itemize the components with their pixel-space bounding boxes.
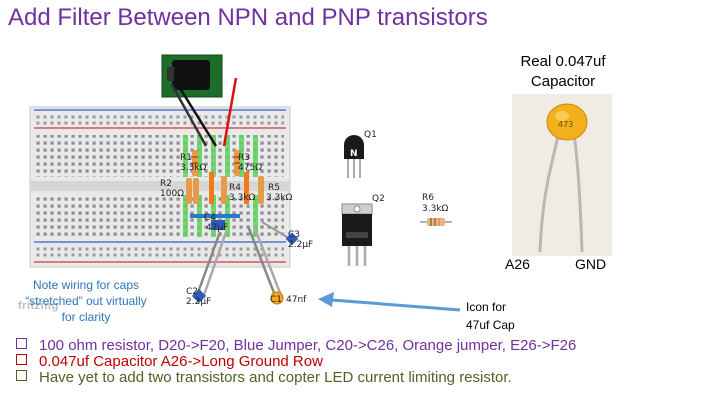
- bullet-item: 0.047uf Capacitor A26->Long Ground Row: [16, 353, 323, 370]
- bullet-text: 0.047uf Capacitor A26->Long Ground Row: [39, 353, 323, 370]
- label-r2: R2: [160, 179, 172, 189]
- label-r4-value: 3.3kΩ: [229, 193, 256, 203]
- label-r3-value: 475Ω: [238, 163, 262, 173]
- resistor-r1: [192, 150, 198, 176]
- label-c3: C3: [288, 230, 300, 240]
- label-c4: C4: [204, 213, 216, 223]
- wiring-note-line-2: “stretched” out virtually: [25, 294, 147, 308]
- label-r5-value: 3.3kΩ: [266, 193, 293, 203]
- transistor-q1: [344, 135, 364, 178]
- label-q2: Q2: [372, 194, 385, 204]
- label-c1-value: 47nf: [286, 295, 307, 305]
- icon-note: Icon for 47uf Cap: [466, 298, 515, 334]
- bullet-item: 100 ohm resistor, D20->F20, Blue Jumper,…: [16, 337, 576, 354]
- wiring-note-line-1: Note wiring for caps: [32, 278, 140, 292]
- wiring-note: Note wiring for caps “stretched” out vir…: [16, 277, 156, 325]
- capacitor-c4: [211, 220, 225, 230]
- icon-note-line-1: Icon for: [466, 300, 507, 314]
- bullet-text: 100 ohm resistor, D20->F20, Blue Jumper,…: [39, 337, 577, 354]
- capacitor-c1: [270, 291, 284, 305]
- icon-note-line-2: 47uf Cap: [466, 318, 515, 332]
- bullet-text: Have yet to add two transistors and copt…: [39, 369, 512, 386]
- label-r1-value: 3.3kΩ: [180, 163, 207, 173]
- label-c2: C2: [186, 287, 198, 297]
- resistor-r4: [221, 176, 227, 204]
- real-capacitor-title-line-1: Real 0.047uf: [520, 53, 606, 70]
- arrow-to-c1: [318, 292, 461, 312]
- resistor-r6: [420, 218, 452, 226]
- label-q1: Q1: [364, 130, 377, 140]
- label-c1: C1: [270, 295, 282, 305]
- capacitor-marking: 473: [558, 120, 573, 129]
- resistor-r2: [186, 178, 199, 204]
- label-r5: R5: [268, 183, 280, 193]
- pin-label-gnd: GND: [575, 256, 607, 272]
- label-r3: R3: [238, 153, 250, 163]
- transistor-q2: [341, 203, 373, 266]
- capacitor-c3: [285, 232, 299, 246]
- real-capacitor-title-line-2: Capacitor: [530, 73, 596, 90]
- fritzing-logo: fritzing: [18, 300, 59, 312]
- resistor-r5: [258, 176, 264, 204]
- capacitor-c2: [191, 288, 207, 304]
- label-r2-value: 100Ω: [160, 189, 184, 199]
- label-r6-value: 3.3kΩ: [422, 204, 449, 214]
- q1-marking: N: [350, 149, 358, 159]
- real-capacitor-title: Real 0.047uf Capacitor: [498, 52, 628, 92]
- bullet-item: Have yet to add two transistors and copt…: [16, 369, 512, 386]
- pin-label-a26: A26: [505, 256, 530, 272]
- label-c2-value: 2.2µF: [186, 297, 211, 307]
- label-r4: R4: [229, 183, 241, 193]
- checkbox-bullet-icon: [16, 338, 27, 349]
- label-r1: R1: [180, 153, 192, 163]
- label-c3-value: 2.2µF: [288, 240, 313, 250]
- checkbox-bullet-icon: [16, 370, 27, 381]
- wiring-note-line-3: for clarity: [61, 310, 111, 324]
- slide-title: Add Filter Between NPN and PNP transisto…: [8, 4, 488, 31]
- real-capacitor-photo: 473: [512, 94, 612, 256]
- checkbox-bullet-icon: [16, 354, 27, 365]
- label-r6: R6: [422, 193, 434, 203]
- resistor-r3: [234, 150, 240, 176]
- label-c4-value: 47µF: [206, 223, 228, 233]
- breadboard-diagram: N R1 3.3kΩ R3 475Ω R2 100Ω R4 3.3kΩ R5 3…: [29, 54, 461, 312]
